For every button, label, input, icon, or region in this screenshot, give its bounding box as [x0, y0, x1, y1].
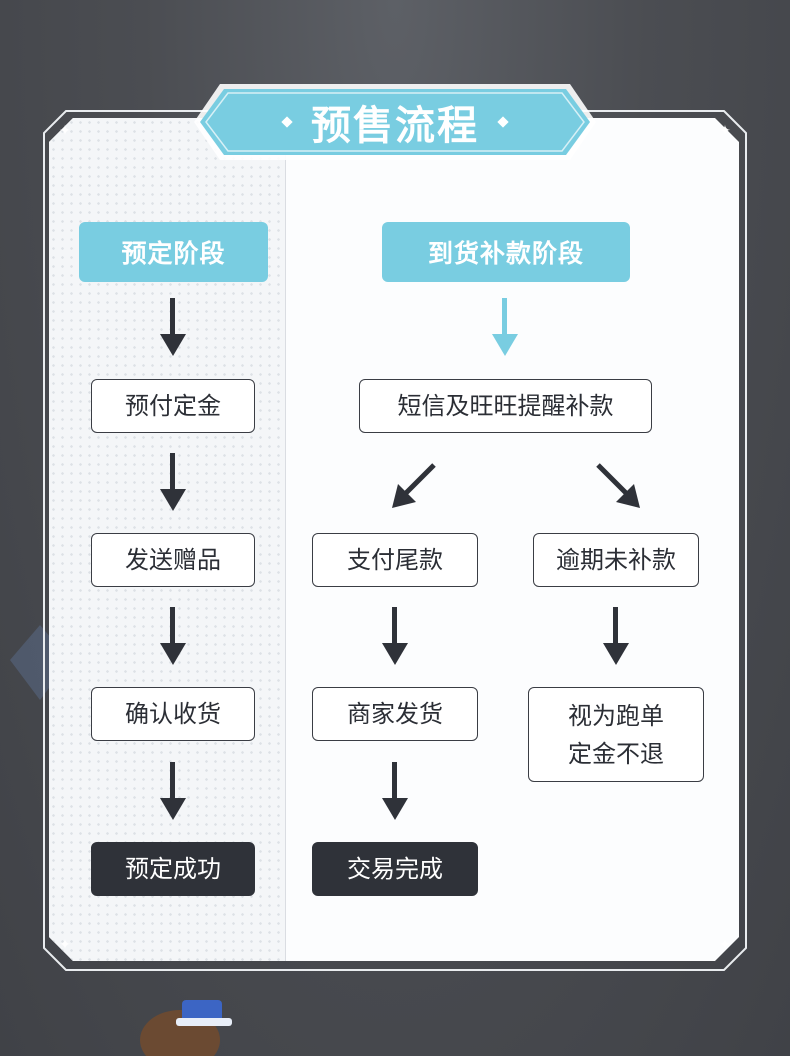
- step-overdue: 逾期未补款: [533, 533, 699, 587]
- arrow-down-left-icon: [392, 463, 436, 508]
- arrow-down-icon: [160, 607, 186, 665]
- step-send-gift: 发送赠品: [91, 533, 255, 587]
- step-trade-complete: 交易完成: [312, 842, 478, 896]
- sparkle-icon: ✦: [719, 123, 731, 139]
- step-pay-balance: 支付尾款: [312, 533, 478, 587]
- step-forfeit: 视为跑单 定金不退: [528, 687, 704, 782]
- page-title: 预售流程: [311, 103, 479, 149]
- step-reminder: 短信及旺旺提醒补款: [359, 379, 652, 433]
- step-merchant-ship: 商家发货: [312, 687, 478, 741]
- title-banner-text: 预售流程: [238, 92, 552, 152]
- phase-balance: 到货补款阶段: [382, 222, 630, 282]
- diamond-dot-icon: [281, 116, 293, 128]
- arrow-down-icon: [160, 762, 186, 820]
- arrow-down-icon: [603, 607, 629, 665]
- sparkle-icon: ✦: [59, 123, 71, 139]
- sparkle-icon: ✦: [719, 937, 731, 953]
- step-confirm-receipt: 确认收货: [91, 687, 255, 741]
- forfeit-line-1: 视为跑单: [568, 701, 664, 730]
- diamond-dot-icon: [497, 116, 509, 128]
- arrow-down-icon: [382, 607, 408, 665]
- arrow-down-icon: [160, 453, 186, 511]
- phase-deposit: 预定阶段: [79, 222, 268, 282]
- forfeit-line-2: 定金不退: [568, 739, 664, 768]
- arrow-down-icon: [382, 762, 408, 820]
- arrow-down-right-icon: [596, 463, 640, 508]
- arrow-down-icon: [160, 298, 186, 356]
- step-pay-deposit: 预付定金: [91, 379, 255, 433]
- title-banner: [194, 84, 596, 160]
- sparkle-icon: ✦: [59, 937, 71, 953]
- arrow-down-icon: [492, 298, 518, 356]
- step-booking-success: 预定成功: [91, 842, 255, 896]
